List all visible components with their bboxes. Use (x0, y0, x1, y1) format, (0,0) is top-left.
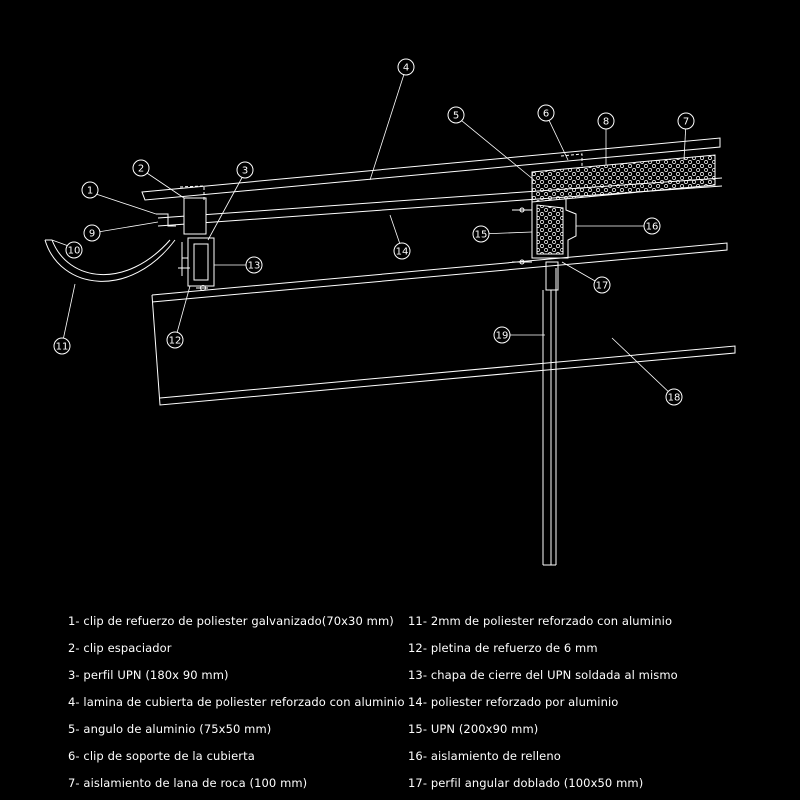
callout-number: 6 (543, 109, 549, 120)
callout-11: 11 (53, 337, 71, 355)
callout-number: 2 (138, 164, 144, 175)
callout-3: 3 (236, 161, 254, 179)
callout-number: 4 (403, 63, 409, 74)
callout-7: 7 (677, 112, 695, 130)
callout-number: 7 (683, 117, 689, 128)
callout-number: 3 (242, 166, 248, 177)
callout-8: 8 (597, 112, 615, 130)
callout-number: 10 (68, 246, 81, 257)
callout-number: 18 (668, 393, 681, 404)
callout-18: 18 (665, 388, 683, 406)
callout-number: 5 (453, 111, 459, 122)
gutter (44, 239, 176, 282)
callout-19: 19 (493, 326, 511, 344)
support-clip (560, 153, 583, 166)
callout-13: 13 (245, 256, 263, 274)
callout-16: 16 (643, 217, 661, 235)
callout-9: 9 (83, 224, 101, 242)
callout-10: 10 (65, 241, 83, 259)
callout-number: 9 (89, 229, 95, 240)
callout-number: 12 (169, 336, 182, 347)
roof-sheet (141, 137, 721, 201)
steel-column (542, 261, 559, 566)
callout-number: 8 (603, 117, 609, 128)
callout-number: 13 (248, 261, 261, 272)
callout-14: 14 (393, 242, 411, 260)
reinforcement-clip (156, 213, 176, 227)
callout-2: 2 (132, 159, 150, 177)
spacer-clip (179, 185, 207, 235)
callout-15: 15 (472, 225, 490, 243)
callout-4: 4 (397, 58, 415, 76)
callout-1: 1 (81, 181, 99, 199)
callout-number: 1 (87, 186, 93, 197)
callout-5: 5 (447, 106, 465, 124)
upn-180-profile (181, 237, 215, 287)
rockwool-insulation (531, 154, 716, 203)
callout-number: 15 (475, 230, 488, 241)
callout-12: 12 (166, 331, 184, 349)
callout-number: 19 (496, 331, 509, 342)
callout-number: 11 (56, 342, 69, 353)
callout-17: 17 (593, 276, 611, 294)
upn-200-profile (531, 198, 577, 259)
callout-6: 6 (537, 104, 555, 122)
callout-number: 17 (596, 281, 609, 292)
bolts (178, 207, 532, 291)
lower-panel (151, 242, 736, 406)
callout-number: 14 (396, 247, 409, 258)
callout-number: 16 (646, 222, 659, 233)
leader-lines (51, 67, 687, 398)
